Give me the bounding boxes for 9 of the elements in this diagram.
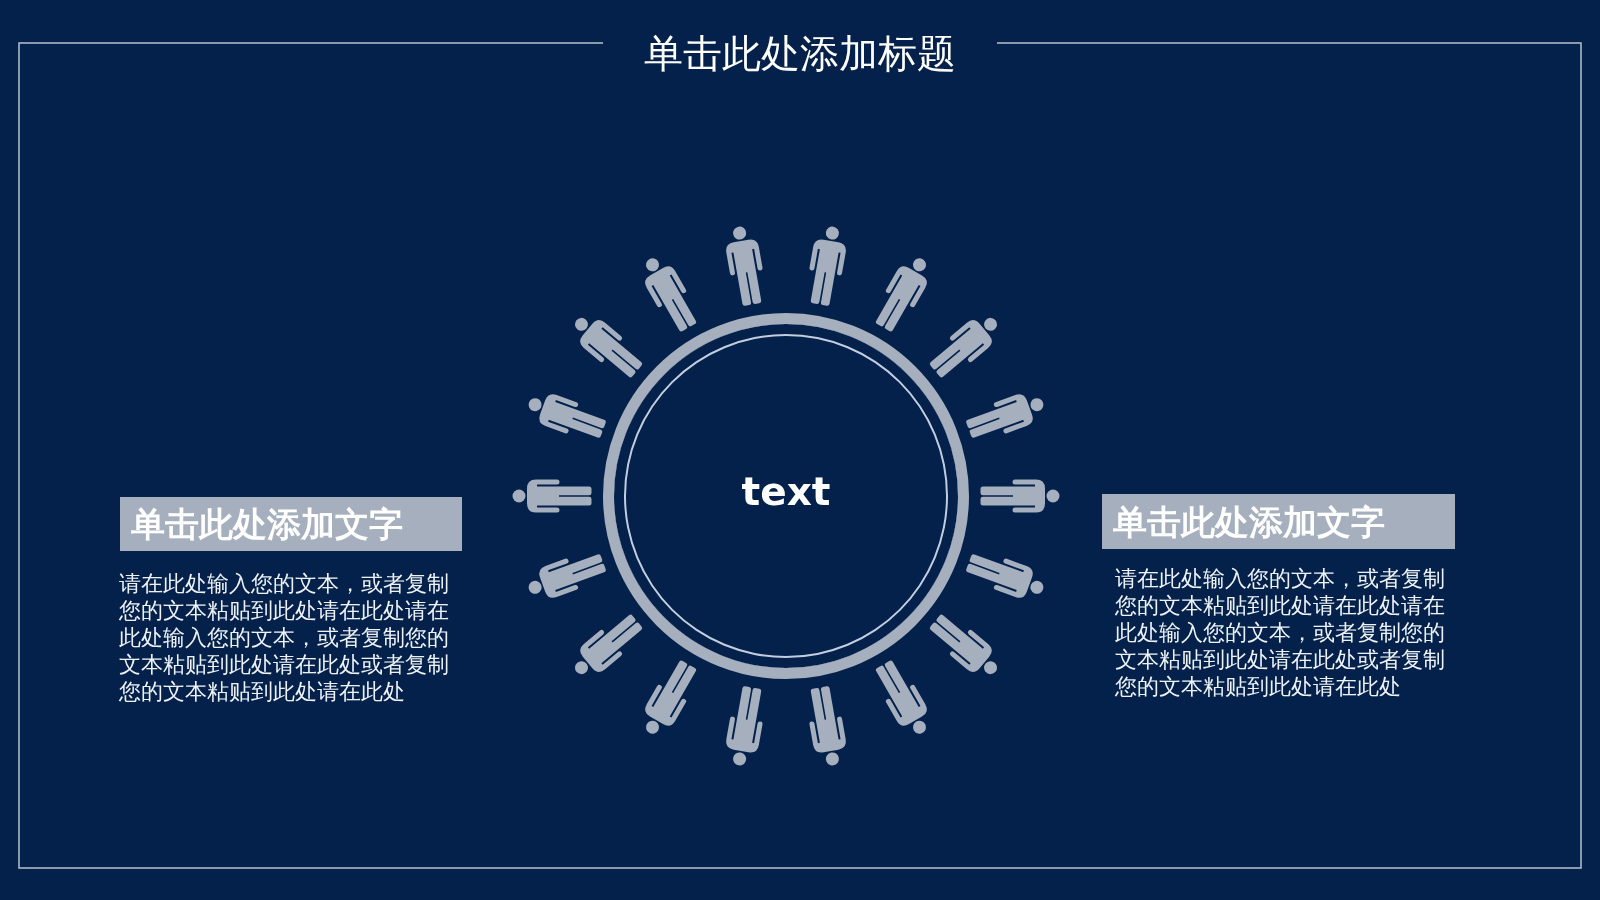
heading-text: 单击此处添加文字 [1113, 500, 1385, 543]
heading-bar [1102, 494, 1455, 549]
heading-bar [120, 497, 462, 551]
body-text: 请在此处输入您的文本，或者复制您的文本粘贴到此处请在此处请在此处输入您的文本，或者复制您的文本粘贴到此处请在此处或者复制您的文本粘贴到此处请在此处 [1115, 565, 1446, 700]
center-text: text [741, 469, 831, 515]
heading-text: 单击此处添加文字 [131, 503, 403, 545]
ring-circle [603, 313, 969, 679]
body-text: 请在此处输入您的文本，或者复制您的文本粘贴到此处请在此处请在此处输入您的文本，或者复制您的文本粘贴到此处请在此处或者复制您的文本粘贴到此处请在此处 [119, 570, 450, 705]
slide-title: 单击此处添加标题 [644, 30, 956, 78]
